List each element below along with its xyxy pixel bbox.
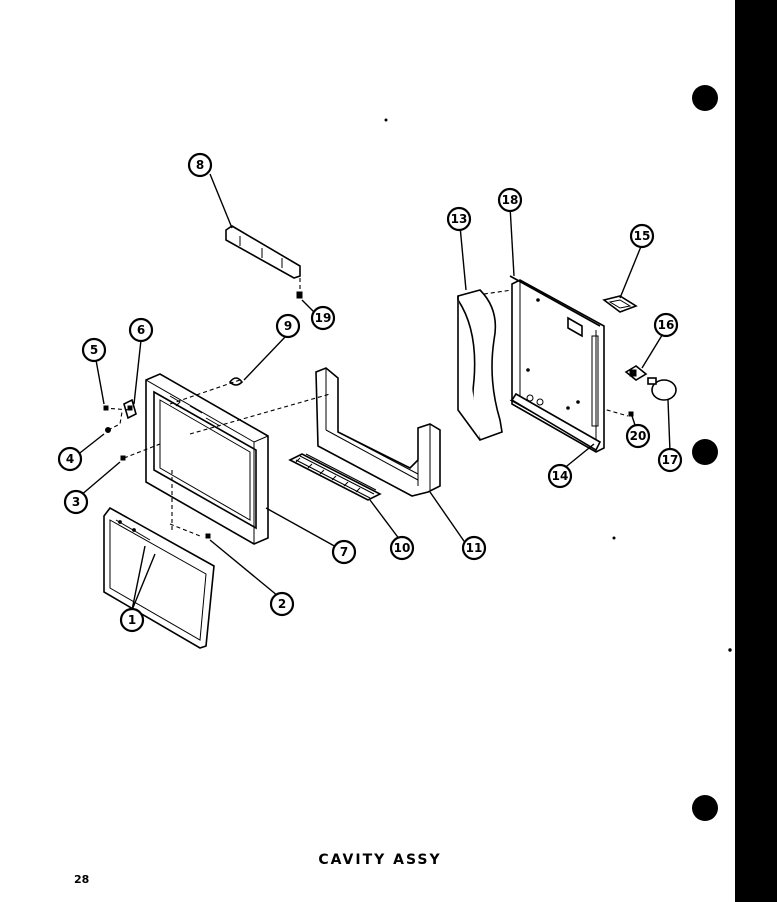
part-1-door-panel	[103, 506, 215, 649]
callout-9: 9	[275, 313, 301, 339]
part-13-insulation	[457, 289, 503, 442]
svg-text:2: 2	[278, 597, 286, 611]
part-9-clip	[228, 377, 244, 386]
callout-13: 13	[446, 206, 472, 232]
part-16-lamp-socket	[624, 365, 648, 381]
callout-11: 11	[461, 535, 487, 561]
svg-text:10: 10	[394, 541, 411, 555]
svg-text:5: 5	[90, 343, 98, 357]
callout-19: 19	[310, 305, 336, 331]
part-20-screw	[628, 411, 634, 417]
callout-16: 16	[653, 312, 679, 338]
callout-15: 15	[629, 223, 655, 249]
svg-text:8: 8	[196, 158, 204, 172]
svg-text:20: 20	[630, 429, 647, 443]
callout-5: 5	[81, 337, 107, 363]
callout-18: 18	[497, 187, 523, 213]
part-8-bracket	[225, 225, 301, 279]
callout-17: 17	[657, 447, 683, 473]
svg-text:6: 6	[137, 323, 145, 337]
callout-10: 10	[389, 535, 415, 561]
diagram-caption: CAVITY ASSY	[318, 852, 442, 868]
svg-text:1: 1	[128, 613, 136, 627]
punch-hole	[692, 795, 718, 821]
svg-text:13: 13	[451, 212, 468, 226]
callout-14: 14	[547, 463, 573, 489]
svg-text:3: 3	[72, 495, 80, 509]
page-edge-bar	[735, 0, 777, 902]
svg-text:18: 18	[502, 193, 519, 207]
svg-text:4: 4	[66, 452, 74, 466]
part-19-screw	[296, 278, 303, 299]
svg-text:16: 16	[658, 318, 675, 332]
svg-text:9: 9	[284, 319, 292, 333]
part-7-front-frame	[145, 373, 269, 545]
callout-8: 8	[187, 152, 213, 178]
punch-hole	[692, 439, 718, 465]
svg-text:17: 17	[662, 453, 679, 467]
part-17-lamp-bulb	[647, 377, 677, 401]
part-14-back-panel	[509, 275, 605, 453]
part-2-screw	[205, 533, 211, 539]
callout-7: 7	[331, 539, 357, 565]
part-11-cavity-shell	[315, 367, 441, 497]
callout-20: 20	[625, 423, 651, 449]
svg-text:19: 19	[315, 311, 332, 325]
callout-6: 6	[128, 317, 154, 343]
part-10-grille	[288, 453, 382, 501]
svg-text:11: 11	[466, 541, 483, 555]
callout-2: 2	[269, 591, 295, 617]
part-6-bracket	[123, 398, 137, 420]
svg-text:14: 14	[552, 469, 569, 483]
callout-4: 4	[57, 446, 83, 472]
callout-3: 3	[63, 489, 89, 515]
callout-1: 1	[119, 607, 145, 633]
part-15-gasket	[602, 295, 638, 313]
page-number: 28	[74, 873, 90, 886]
punch-hole	[692, 85, 718, 111]
svg-text:7: 7	[340, 545, 348, 559]
svg-text:15: 15	[634, 229, 651, 243]
